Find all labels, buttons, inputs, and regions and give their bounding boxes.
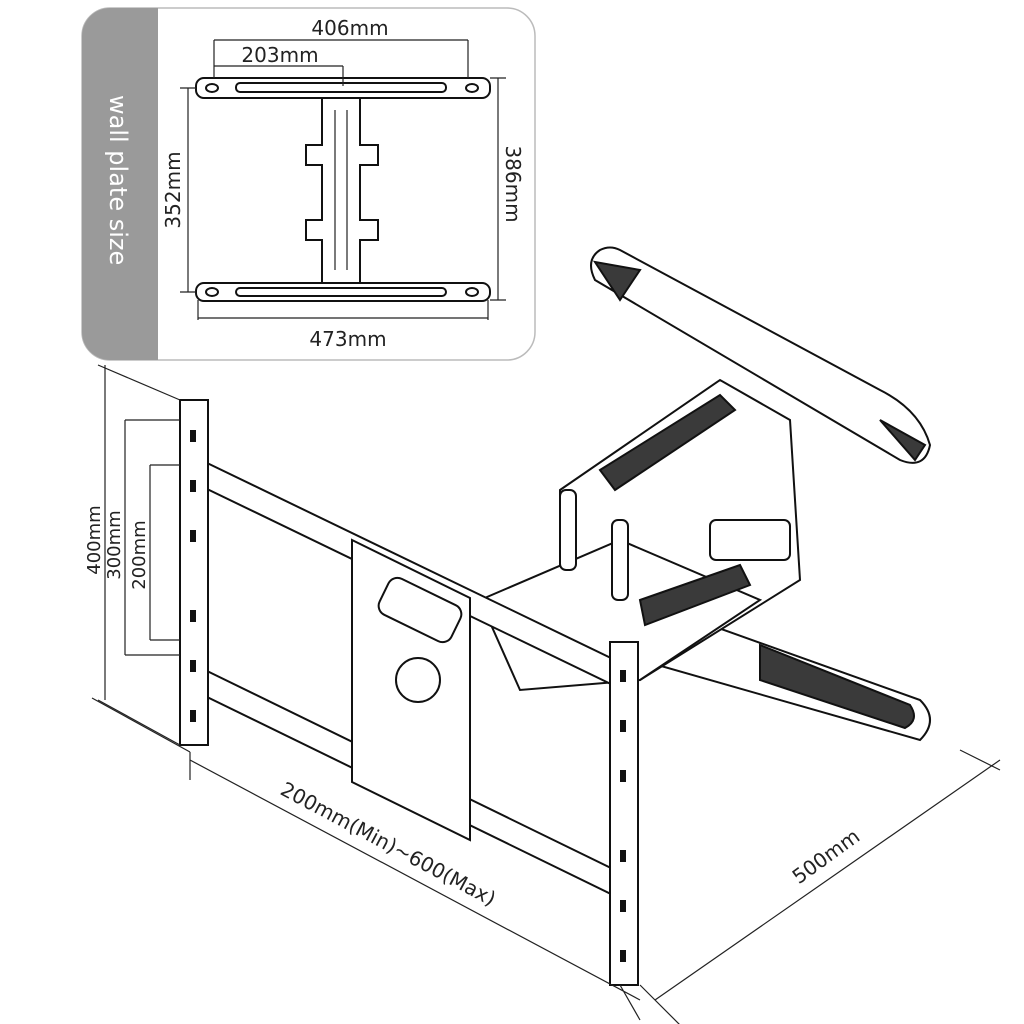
dim-300: 300mm (104, 510, 125, 579)
wall-plate-inset: wall plate size 406mm 203mm 352mm 386mm … (81, 7, 536, 361)
inset-title: wall plate size (104, 95, 132, 265)
dim-400: 400mm (84, 505, 105, 574)
dim-386: 386mm (501, 145, 525, 222)
dim-203: 203mm (241, 43, 318, 67)
tv-mount-drawing (179, 246, 932, 986)
dim-500: 500mm (788, 824, 865, 889)
dim-352: 352mm (161, 151, 185, 228)
inset-side-strip (82, 8, 158, 360)
dim-406: 406mm (311, 16, 388, 40)
dim-473: 473mm (309, 327, 386, 351)
dim-200: 200mm (129, 520, 150, 589)
